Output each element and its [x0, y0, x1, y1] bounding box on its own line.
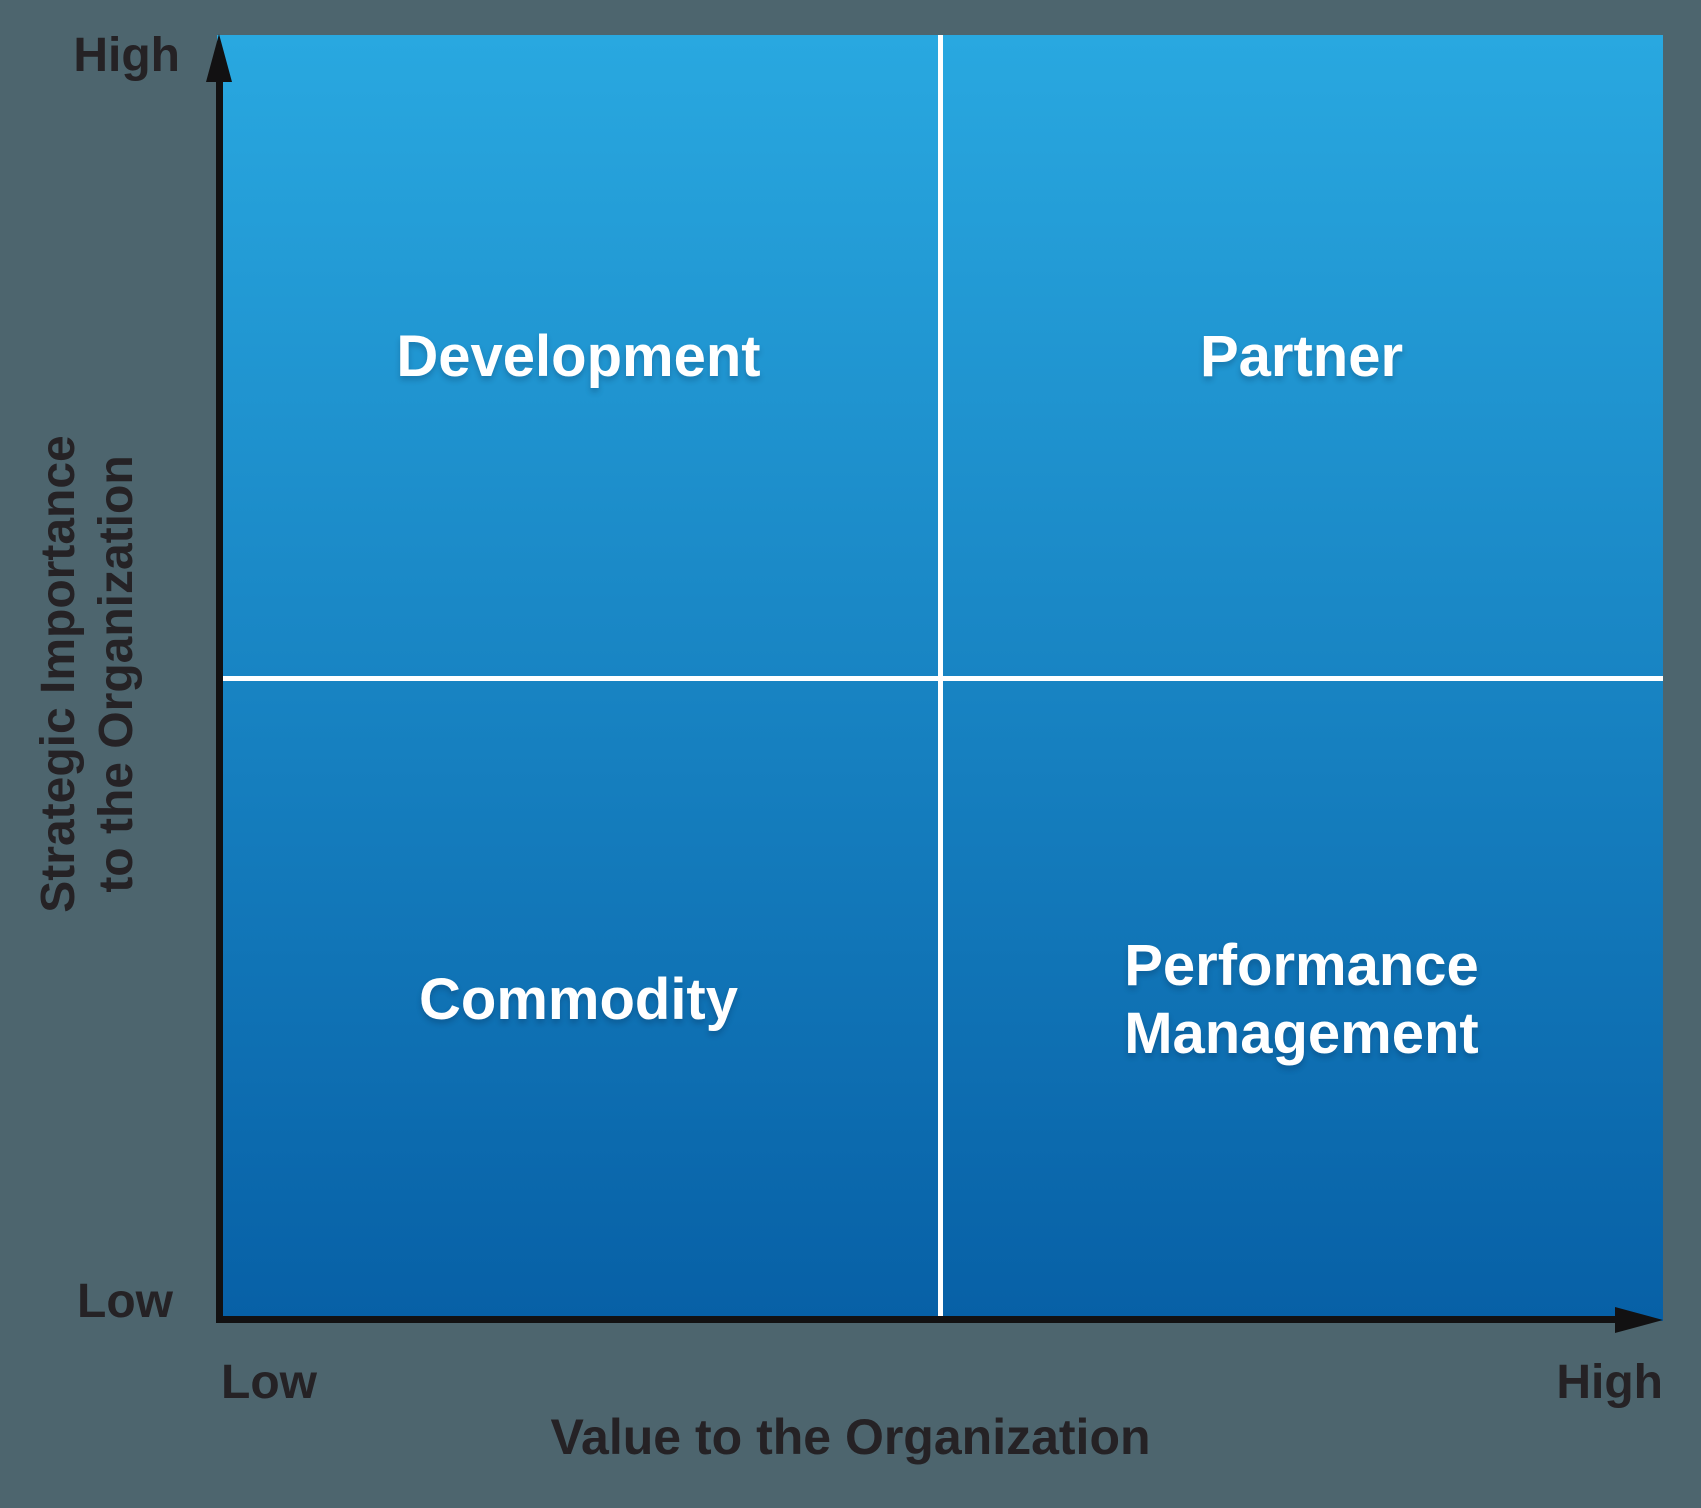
x-axis-low-label: Low — [221, 1356, 317, 1409]
quadrant-commodity: Commodity — [217, 678, 940, 1321]
y-axis-arrowhead-icon — [206, 34, 232, 82]
quadrant-performance-management: Performance Management — [940, 678, 1663, 1321]
x-axis-high-label: High — [1556, 1356, 1663, 1409]
y-axis-low-label: Low — [77, 1275, 173, 1328]
quadrant-label-commodity: Commodity — [419, 966, 738, 1032]
quadrant-label-performance-line1: Performance — [1124, 933, 1479, 999]
y-axis-title-line2: to the Organization — [90, 455, 143, 893]
y-axis-title-line1: Strategic Importance — [32, 435, 85, 913]
quadrant-label-performance-management: Performance Management — [1124, 932, 1479, 1067]
x-axis-line — [216, 1316, 1616, 1323]
y-axis-line — [216, 74, 223, 1322]
x-axis-title: Value to the Organization — [550, 1409, 1151, 1465]
y-axis-title: Strategic Importance to the Organization — [30, 374, 146, 974]
quadrant-label-performance-line2: Management — [1124, 1000, 1479, 1066]
horizontal-divider-line — [217, 675, 1663, 681]
quadrant-label-development: Development — [396, 323, 761, 389]
quadrant-partner: Partner — [940, 35, 1663, 678]
x-axis-arrowhead-icon — [1615, 1307, 1663, 1333]
quadrant-label-partner: Partner — [1199, 323, 1404, 389]
quadrant-development: Development — [217, 35, 940, 678]
chart-area: Development Partner Commodity Performanc… — [217, 35, 1663, 1321]
y-axis-high-label: High — [73, 29, 180, 82]
